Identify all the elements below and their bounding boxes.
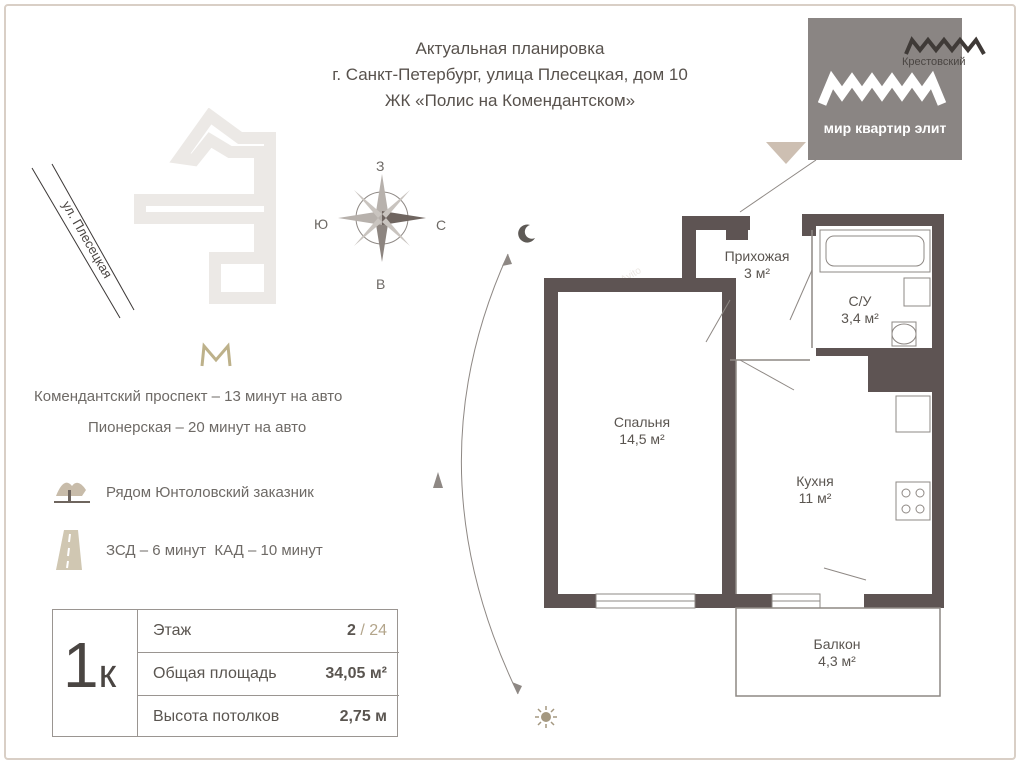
wall-bath-bottom bbox=[816, 348, 870, 356]
sun-icon bbox=[535, 706, 557, 728]
kitchen-sink bbox=[895, 395, 931, 433]
tree-icon bbox=[54, 482, 90, 503]
kitchen-area: 11 м² bbox=[798, 490, 832, 506]
spec-divider-1 bbox=[137, 652, 399, 653]
wall-hall-left bbox=[682, 216, 696, 292]
wall-kitchen-bottom bbox=[864, 594, 944, 608]
brand-icon bbox=[904, 36, 986, 55]
balcony-name: Балкон bbox=[813, 636, 861, 652]
street-lines bbox=[31, 163, 135, 319]
floor-total: / 24 bbox=[360, 622, 387, 639]
building-outline bbox=[134, 108, 276, 304]
floor-plan bbox=[544, 160, 944, 697]
road-icon bbox=[56, 530, 82, 570]
logo-pointer bbox=[766, 142, 806, 164]
nature-reserve: Рядом Юнтоловский заказник bbox=[106, 484, 314, 501]
wall-bedroom-left bbox=[544, 278, 558, 608]
ceiling-label: Высота потолков bbox=[153, 708, 280, 725]
bedroom-area: 14,5 м² bbox=[619, 431, 665, 447]
wall-core bbox=[868, 348, 944, 392]
compass-w: Ю bbox=[314, 216, 329, 232]
room-bath: С/У 3,4 м² bbox=[820, 293, 900, 327]
wall-bath-left bbox=[802, 214, 816, 236]
metro-icon bbox=[200, 342, 232, 367]
spec-divider-v bbox=[137, 610, 138, 736]
room-hall: Прихожая 3 м² bbox=[712, 248, 802, 282]
compass-n: З bbox=[376, 158, 385, 174]
stove bbox=[895, 481, 931, 521]
page-frame bbox=[4, 4, 1016, 760]
bathtub bbox=[819, 229, 931, 273]
sun-path bbox=[433, 253, 522, 695]
room-balcony: Балкон 4,3 м² bbox=[792, 636, 882, 670]
floor-value: 2 / 24 bbox=[347, 622, 387, 640]
balcony-outline bbox=[735, 607, 941, 697]
wall-right bbox=[932, 214, 944, 608]
room-bedroom: Спальня 14,5 м² bbox=[592, 414, 692, 448]
spec-divider-2 bbox=[137, 695, 399, 696]
wall-bedroom-top bbox=[544, 278, 734, 292]
spec-table: 1к Этаж 2 / 24 Общая площадь 34,05 м² Вы… bbox=[52, 609, 399, 738]
balcony-area: 4,3 м² bbox=[818, 653, 856, 669]
agency-logo: мир квартир элит bbox=[808, 18, 962, 160]
wall-partition-v bbox=[722, 278, 736, 608]
hall-name: Прихожая bbox=[724, 248, 790, 264]
area-value: 34,05 м² bbox=[325, 665, 387, 682]
spec-row-ceiling: Высота потолков 2,75 м bbox=[137, 696, 399, 738]
bath-area: 3,4 м² bbox=[841, 310, 879, 326]
hall-area: 3 м² bbox=[744, 265, 770, 281]
washbasin bbox=[903, 277, 931, 307]
rooms-count: 1к bbox=[63, 630, 116, 709]
compass-s: В bbox=[376, 276, 386, 292]
metro-komendantsky: Комендантский проспект – 13 минут на авт… bbox=[34, 388, 343, 405]
rooms-letter: к bbox=[98, 652, 117, 696]
bedroom-name: Спальня bbox=[613, 414, 671, 430]
compass-icon bbox=[338, 174, 426, 262]
wall-bath-top bbox=[804, 214, 944, 226]
header-address: г. Санкт-Петербург, улица Плесецкая, дом… bbox=[332, 65, 688, 84]
wall-column bbox=[726, 216, 748, 240]
entrance-line bbox=[739, 160, 817, 213]
roads-time: ЗСД – 6 минут КАД – 10 минут bbox=[106, 542, 323, 559]
kitchen-name: Кухня bbox=[796, 473, 834, 489]
brand-name: Крестовский bbox=[902, 56, 966, 68]
logo-name: мир квартир элит bbox=[823, 120, 947, 136]
wall-bedroom-bottom bbox=[544, 594, 596, 608]
header-title: Актуальная планировка bbox=[415, 39, 605, 58]
floor-current: 2 bbox=[346, 622, 356, 639]
metro-pionerskaya: Пионерская – 20 минут на авто bbox=[88, 419, 307, 436]
compass-e: С bbox=[436, 217, 447, 233]
rooms-number: 1 bbox=[63, 629, 99, 701]
plan-header: Актуальная планировка г. Санкт-Петербург… bbox=[200, 36, 820, 114]
floor-label: Этаж bbox=[153, 622, 192, 639]
area-label: Общая площадь bbox=[153, 665, 277, 682]
bath-name: С/У bbox=[848, 293, 872, 309]
logo-icon bbox=[818, 70, 947, 106]
spec-row-floor: Этаж 2 / 24 bbox=[137, 610, 399, 652]
ceiling-value: 2,75 м bbox=[339, 708, 387, 725]
moon-icon bbox=[518, 224, 535, 243]
compass: З В Ю С bbox=[312, 150, 452, 300]
room-kitchen: Кухня 11 м² bbox=[770, 473, 860, 507]
header-complex: ЖК «Полис на Комендантском» bbox=[384, 91, 636, 110]
spec-row-area: Общая площадь 34,05 м² bbox=[137, 653, 399, 695]
